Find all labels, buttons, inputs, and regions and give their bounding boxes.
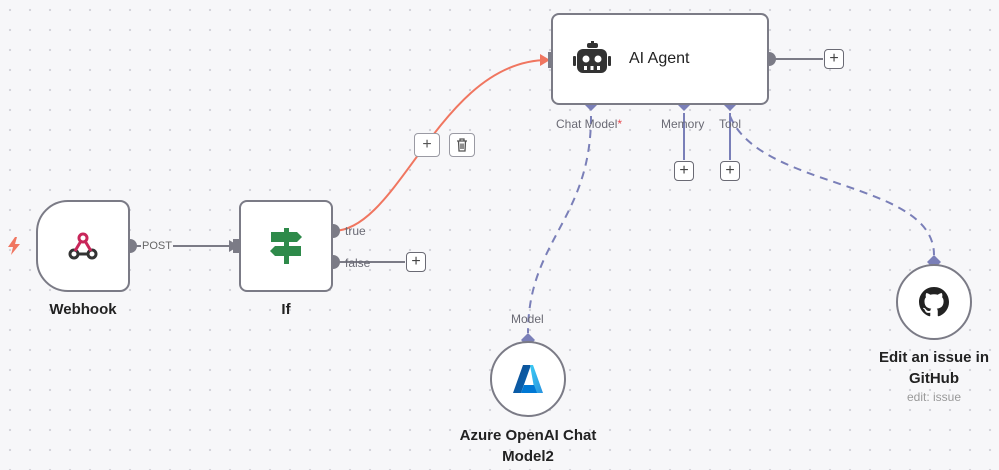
webhook-icon <box>68 232 98 260</box>
connection-if-true-agent[interactable] <box>332 59 549 232</box>
required-mark: * <box>617 117 623 131</box>
azure-icon <box>513 365 543 393</box>
github-label-line1: Edit an issue in <box>878 349 990 366</box>
ai-agent-node[interactable]: AI Agent <box>551 13 769 105</box>
add-memory-button[interactable]: + <box>674 161 694 181</box>
add-node-false-button[interactable]: + <box>406 252 426 272</box>
webhook-output-label: POST <box>141 240 173 252</box>
chat-model-label-text: Chat Model <box>556 117 618 131</box>
azure-model-port-label: Model <box>511 312 544 326</box>
azure-openai-node-label: Azure OpenAI Chat Model2 <box>443 425 613 467</box>
azure-openai-node[interactable] <box>490 341 566 417</box>
webhook-node[interactable] <box>36 200 130 292</box>
github-label-line2: GitHub <box>909 370 959 387</box>
trash-icon <box>457 138 467 152</box>
add-tool-button[interactable]: + <box>720 161 740 181</box>
tool-port-label: Tool <box>719 117 742 131</box>
lightning-icon <box>8 237 20 255</box>
connection-tool-github[interactable] <box>729 115 935 256</box>
add-node-on-connection-button[interactable]: + <box>414 133 440 157</box>
add-node-after-agent-button[interactable]: + <box>824 49 844 69</box>
connection-arrow <box>540 54 550 66</box>
delete-connection-button[interactable] <box>449 133 475 157</box>
connection-chat-model[interactable] <box>527 115 592 334</box>
if-input-port[interactable] <box>233 239 239 253</box>
github-icon <box>919 287 949 317</box>
if-node[interactable] <box>239 200 333 292</box>
azure-label-line1: Azure OpenAI Chat <box>459 427 597 444</box>
webhook-node-label: Webhook <box>49 301 117 318</box>
if-false-label: false <box>345 256 371 270</box>
ai-agent-label: AI Agent <box>629 50 690 67</box>
memory-port-label: Memory <box>661 117 705 131</box>
github-node-subtitle: edit: issue <box>906 390 962 404</box>
if-node-label: If <box>281 301 291 318</box>
signpost-icon <box>270 228 302 264</box>
azure-label-line2: Model2 <box>502 448 554 465</box>
robot-icon <box>573 41 611 73</box>
github-node-label: Edit an issue in GitHub <box>859 347 999 389</box>
chat-model-port-label: Chat Model* <box>556 117 622 131</box>
if-true-label: true <box>345 224 366 238</box>
github-node[interactable] <box>896 264 972 340</box>
